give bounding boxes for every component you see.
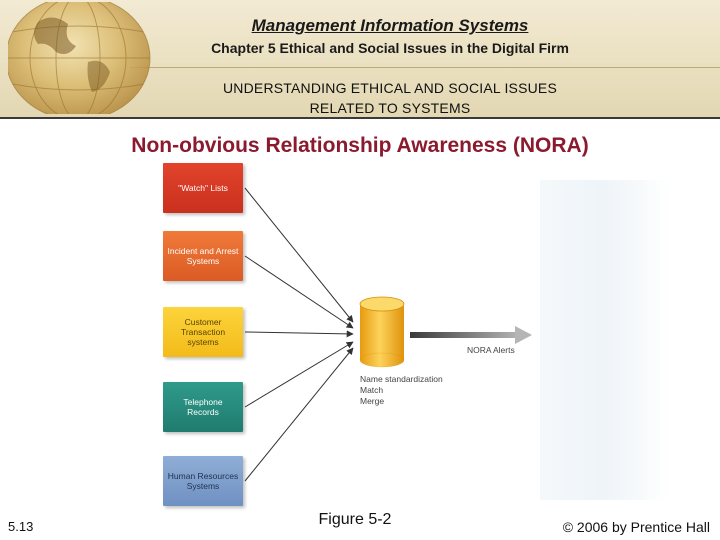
figure-glow — [540, 180, 670, 500]
course-title: Management Information Systems — [160, 16, 620, 36]
source-incident-arrest-systems: Incident and Arrest Systems — [163, 231, 243, 281]
slide-title: Non-obvious Relationship Awareness (NORA… — [60, 134, 660, 158]
header-rule — [0, 117, 720, 119]
chapter-title: Chapter 5 Ethical and Social Issues in t… — [160, 40, 620, 56]
process-step-label: Merge — [360, 396, 384, 406]
source-label: Telephone Records — [167, 397, 239, 417]
source-label: Human Resources Systems — [167, 471, 239, 491]
slide-number: 5.13 — [8, 519, 33, 534]
source-label: Customer Transaction systems — [167, 317, 239, 347]
process-step-label: Name standardization — [360, 374, 443, 384]
header-separator — [130, 67, 720, 68]
section-title-line-1: UNDERSTANDING ETHICAL AND SOCIAL ISSUES — [160, 80, 620, 96]
source-label: Incident and Arrest Systems — [167, 246, 239, 266]
nora-alerts-label: NORA Alerts — [467, 345, 515, 355]
copyright-notice: © 2006 by Prentice Hall — [530, 519, 710, 535]
source-human-resources-systems: Human Resources Systems — [163, 456, 243, 506]
source-customer-transaction-systems: Customer Transaction systems — [163, 307, 243, 357]
section-title-line-2: RELATED TO SYSTEMS — [160, 100, 620, 116]
process-step-label: Match — [360, 385, 383, 395]
globe-icon — [8, 2, 158, 114]
source-watch-lists: "Watch" Lists — [163, 163, 243, 213]
source-label: "Watch" Lists — [178, 183, 228, 193]
figure-caption: Figure 5-2 — [300, 511, 410, 529]
source-telephone-records: Telephone Records — [163, 382, 243, 432]
